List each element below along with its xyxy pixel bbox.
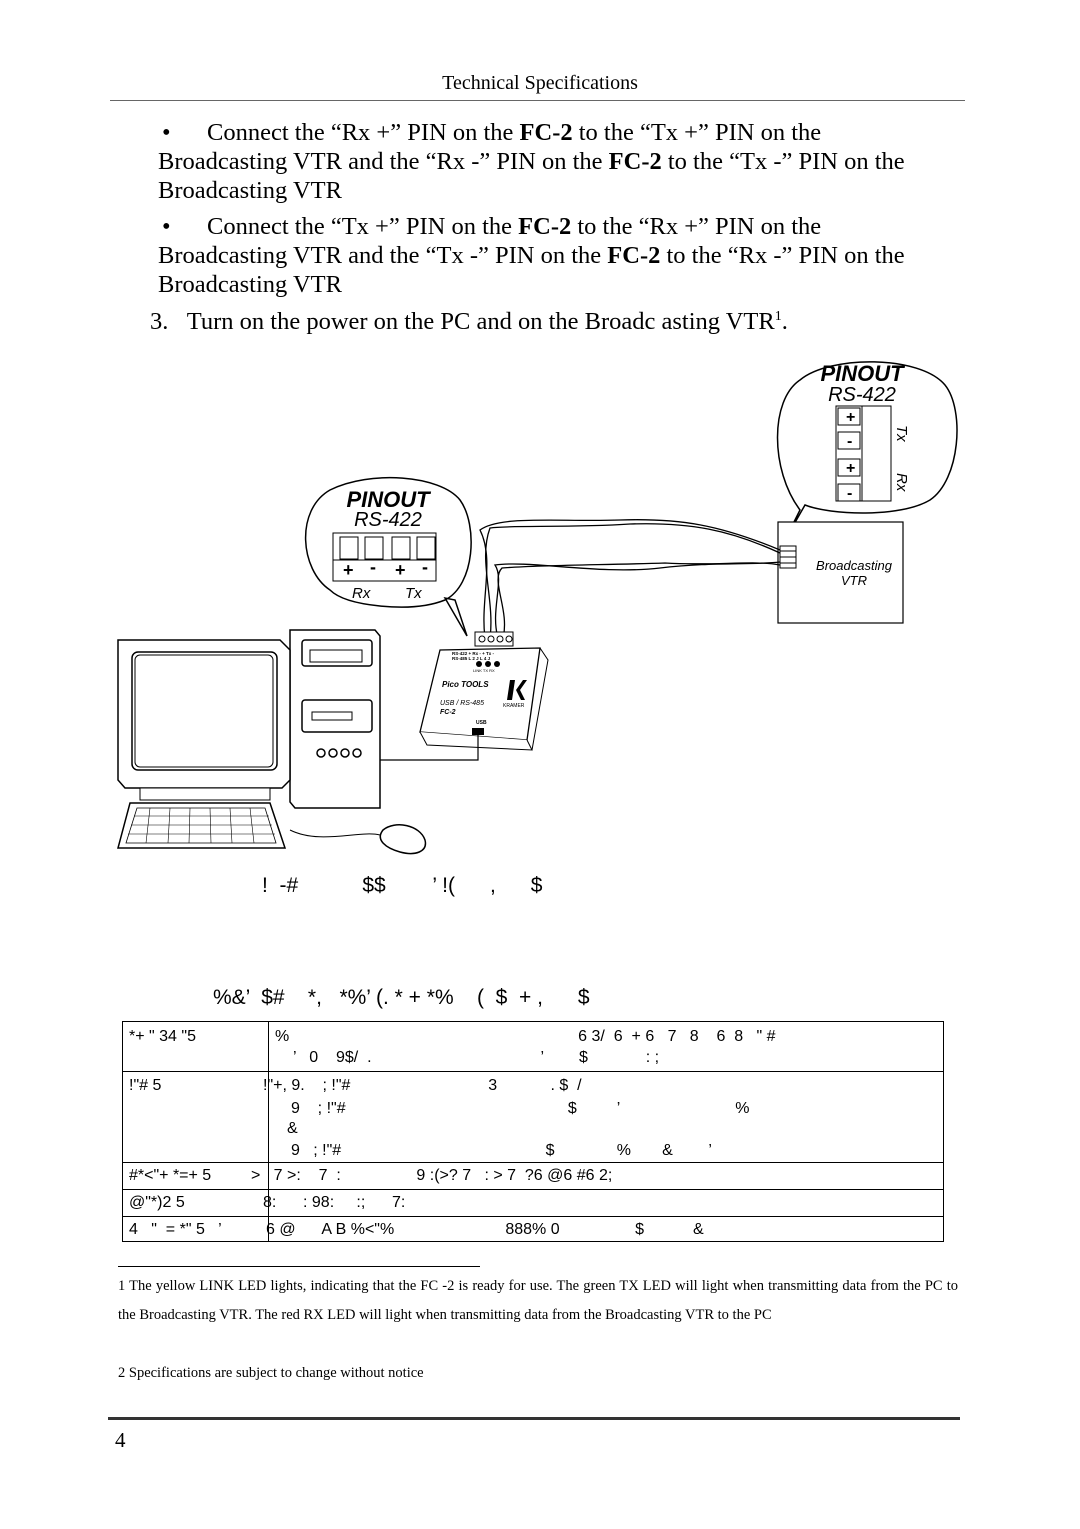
row-label: @"*)2 5 xyxy=(129,1194,185,1211)
vtr-label-line1: Broadcasting xyxy=(816,558,893,573)
fc2-pin-2: - xyxy=(370,557,376,577)
figure-caption: ! -# $$ ’ !( , $ xyxy=(262,874,543,897)
row-line: !"+, 9. ; !"# 3 . $ / xyxy=(263,1077,582,1094)
row-label: 4 " = *" 5 ’ xyxy=(129,1221,222,1238)
bullet-2-lead: Connect the “Tx +” PIN on the xyxy=(207,213,519,240)
bullet-1-mid: to the “Tx +” PIN on the xyxy=(572,119,822,146)
row-line: 8: : 98: :; 7: xyxy=(263,1194,406,1211)
vtr-label-line2: VTR xyxy=(841,573,867,588)
step-end: . xyxy=(781,308,788,335)
fc2-pinout-bubble: PINOUT RS-422 + - + - Rx Tx xyxy=(304,476,472,637)
keyboard-keys xyxy=(128,807,275,844)
footer-rule xyxy=(108,1417,960,1420)
table-row: !"# 5 !"+, 9. ; !"# 3 . $ / 9 ; !"# $ ’ … xyxy=(123,1072,943,1163)
fc2-device: RS-422 + Rx - + Tx - RS-485 L 2 J L 4 J … xyxy=(419,631,549,751)
bullet-1-model: FC-2 xyxy=(519,119,573,146)
pc-computer xyxy=(117,629,381,849)
row-line: 9 ; !"# $ ’ % xyxy=(291,1100,750,1117)
vtr-rx-label: Rx xyxy=(893,473,910,492)
vtr-pin-3: + xyxy=(846,460,855,477)
fc2-model: FC-2 xyxy=(440,709,456,716)
bullet-1-line2b: to the “Tx -” PIN on the xyxy=(661,148,905,175)
table-title: %&’ $# *, *%’ (. * + *% ( $ + , $ xyxy=(213,986,590,1009)
vtr-tx-label: Tx xyxy=(893,425,910,442)
row-line: ’ 0 9$/ . ’ $ : ; xyxy=(293,1049,660,1066)
bullet-1-line2a: Broadcasting VTR and the “Rx -” PIN on t… xyxy=(158,148,609,175)
bullet-1-lead: Connect the “Rx +” PIN on the xyxy=(207,119,520,146)
vtr-pin-1: + xyxy=(846,409,855,426)
bullet-2-line2b: to the “Rx -” PIN on the xyxy=(660,242,905,269)
fc2-pin-4: - xyxy=(422,557,428,577)
fc2-model-line: USB / RS-485 xyxy=(440,700,484,707)
bullet-dot-icon: • xyxy=(162,213,171,240)
row-line: 6 @ A B %<"% 888% 0 $ & xyxy=(266,1221,704,1238)
bullet-2-model: FC-2 xyxy=(518,213,572,240)
vtr-pin-4: - xyxy=(847,485,852,502)
row-label: #*<"+ *=+ 5 xyxy=(129,1167,212,1184)
row-label: *+ " 34 "5 xyxy=(129,1028,196,1045)
row-line: > 7 >: 7 : 9 :(>? 7 : > 7 ?6 @6 #6 2; xyxy=(251,1167,613,1184)
broadcasting-vtr: Broadcasting VTR xyxy=(777,521,904,624)
fc2-rx-label: Rx xyxy=(352,585,371,602)
bullet-1-model-2: FC-2 xyxy=(608,148,662,175)
vtr-pinout-sub: RS-422 xyxy=(828,384,896,406)
header-rule xyxy=(110,100,965,101)
usb-cable xyxy=(380,735,479,761)
table-row: *+ " 34 "5 % 6 3/ 6 + 6 7 8 6 8 " # ’ 0 … xyxy=(123,1022,943,1072)
page-header: Technical Specifications xyxy=(442,72,638,94)
bullet-2-line3: Broadcasting VTR xyxy=(158,271,342,298)
row-line: % 6 3/ 6 + 6 7 8 6 8 " # xyxy=(275,1028,776,1045)
twisted-pair-cables xyxy=(479,519,781,639)
vtr-pin-2: - xyxy=(847,433,852,450)
fc2-pinout-sub: RS-422 xyxy=(354,509,422,531)
footnote-ref-1: 1 xyxy=(774,308,782,324)
row-label: !"# 5 xyxy=(129,1077,162,1094)
mouse-icon xyxy=(289,824,427,855)
fc2-row1: RS-422 + Rx - + Tx - xyxy=(452,651,495,656)
page-number: 4 xyxy=(115,1428,126,1452)
fc2-pinout-title: PINOUT xyxy=(346,487,431,512)
bullet-2-line2a: Broadcasting VTR and the “Tx -” PIN on t… xyxy=(158,242,608,269)
vtr-pinout-title: PINOUT xyxy=(820,361,905,386)
kramer-logo: KRAMER xyxy=(503,703,525,709)
column-divider xyxy=(268,1022,269,1242)
footnote-2: 2 Specifications are subject to change w… xyxy=(118,1365,424,1381)
fc2-led-labels: LINK TX RX xyxy=(473,668,495,673)
bullet-2-model-2: FC-2 xyxy=(607,242,661,269)
table-row: 4 " = *" 5 ’ 6 @ A B %<"% 888% 0 $ & xyxy=(123,1217,943,1242)
table-row: #*<"+ *=+ 5 > 7 >: 7 : 9 :(>? 7 : > 7 ?6… xyxy=(123,1163,943,1190)
bullet-1-line3: Broadcasting VTR xyxy=(158,177,342,204)
bullet-item-1: • Connect the “Rx +” PIN on the FC-2 to … xyxy=(158,118,958,205)
fc2-brand: Pico TOOLS xyxy=(442,680,489,689)
fc2-pin-1: + xyxy=(343,560,354,580)
row-line: & xyxy=(287,1120,298,1137)
vtr-pinout-bubble: PINOUT RS-422 + - + - Tx Rx xyxy=(776,361,958,541)
fc2-pin-3: + xyxy=(395,560,406,580)
footnote-rule xyxy=(118,1266,480,1267)
bullet-dot-icon: • xyxy=(162,119,171,146)
step-3: 3. Turn on the power on the PC and on th… xyxy=(150,308,788,336)
row-line: 9 ; !"# $ % & ’ xyxy=(291,1142,712,1159)
connection-diagram: PINOUT RS-422 + - + - Tx Rx PINOUT RS-42… xyxy=(117,361,958,855)
spec-table: *+ " 34 "5 % 6 3/ 6 + 6 7 8 6 8 " # ’ 0 … xyxy=(122,1021,944,1242)
footnote-1: 1 The yellow LINK LED lights, indicating… xyxy=(118,1278,958,1323)
fc2-row2: RS-485 L 2 J L 4 J xyxy=(452,656,491,661)
table-row: @"*)2 5 8: : 98: :; 7: xyxy=(123,1190,943,1217)
step-text: Turn on the power on the PC and on the B… xyxy=(186,308,775,335)
fc2-tx-label: Tx xyxy=(405,585,422,602)
bullet-2-mid: to the “Rx +” PIN on the xyxy=(571,213,822,240)
step-number: 3. xyxy=(150,308,169,335)
bullet-item-2: • Connect the “Tx +” PIN on the FC-2 to … xyxy=(158,212,958,299)
fc2-usb-label: USB xyxy=(476,720,487,726)
